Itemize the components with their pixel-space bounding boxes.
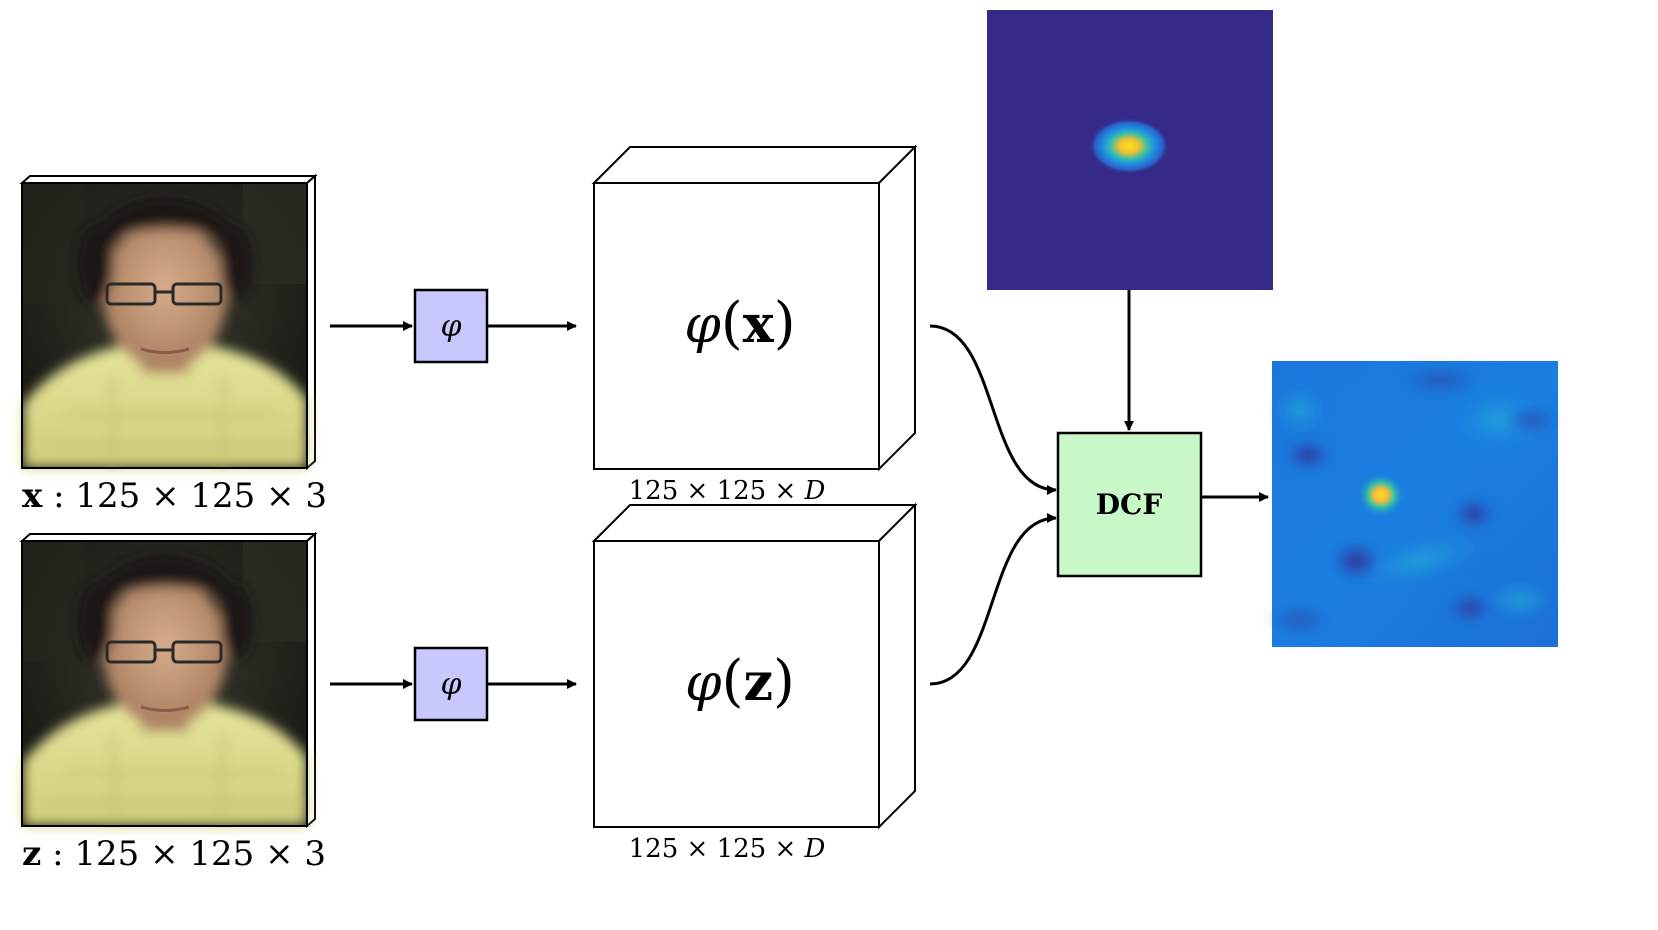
feature-map-z-dims: 125 × 125 × D (629, 834, 826, 864)
input-z-frame (19, 531, 318, 826)
arrow-feature-x-to-dcf (929, 324, 1057, 495)
feature-map-x: φ(x) (591, 144, 918, 472)
input-x-caption: x : 125 × 125 × 3 (22, 476, 327, 516)
input-x-frame (19, 173, 318, 468)
phi-box-z: φ (413, 646, 489, 722)
response-map-heatmap (1270, 361, 1558, 647)
feature-map-z-label: φ(z) (685, 649, 795, 714)
dcf-label: DCF (1096, 488, 1163, 521)
phi-box-z-label: φ (440, 667, 461, 702)
dcf-box: DCF (1056, 431, 1203, 578)
phi-box-x-label: φ (440, 309, 461, 344)
input-z-caption: z : 125 × 125 × 3 (22, 834, 326, 874)
gaussian-target-heatmap (987, 10, 1273, 290)
feature-map-x-dims: 125 × 125 × D (629, 476, 826, 506)
arrow-feature-z-to-dcf (929, 513, 1057, 686)
feature-map-x-label: φ(x) (684, 291, 795, 356)
phi-box-x: φ (413, 288, 489, 364)
input-x-photo (23, 184, 307, 468)
feature-map-z: φ(z) (591, 502, 918, 830)
input-z-photo (23, 542, 307, 826)
